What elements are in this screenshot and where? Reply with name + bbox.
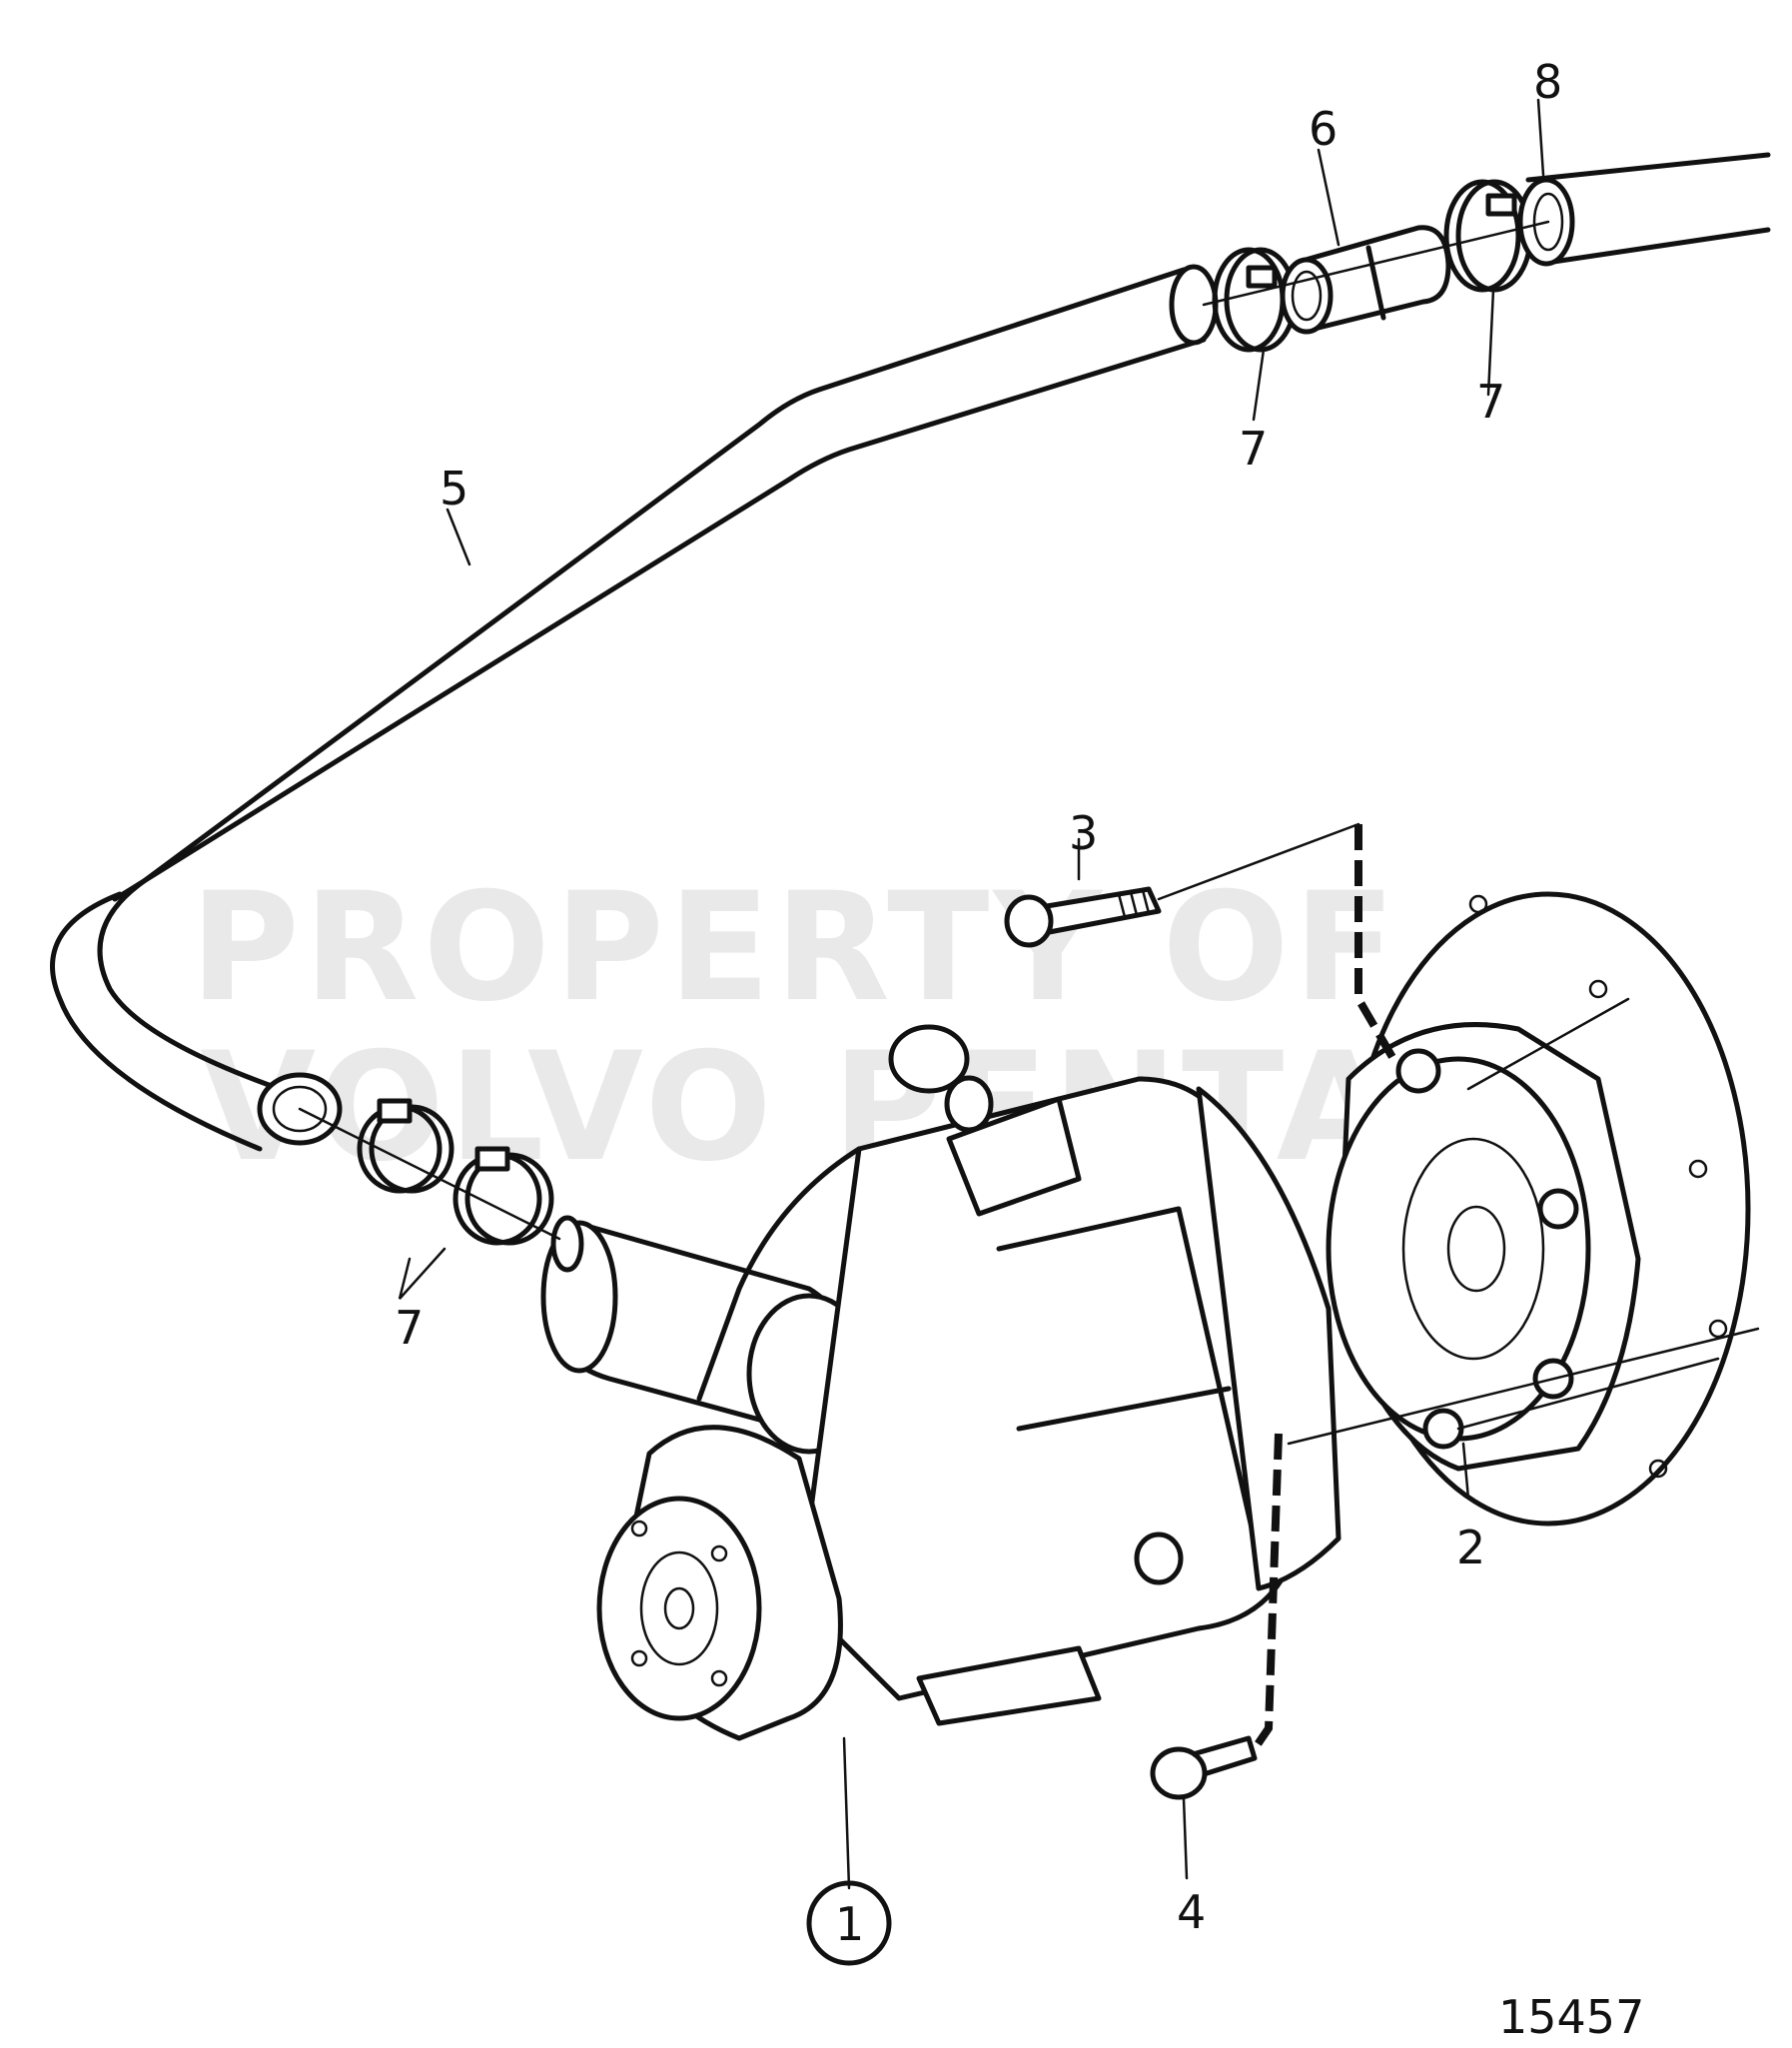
callout-5: 5 bbox=[440, 462, 468, 515]
drawing-number: 15457 bbox=[1498, 1990, 1644, 2044]
callout-7-top-right: 7 bbox=[1476, 375, 1505, 429]
callout-1-circle bbox=[806, 1880, 892, 1966]
callout-7-lower: 7 bbox=[395, 1301, 424, 1355]
hose-clamps-lower bbox=[357, 1098, 554, 1246]
screw-3 bbox=[1004, 822, 1360, 948]
leader-lines bbox=[398, 98, 1545, 1890]
callout-1: 1 bbox=[835, 1897, 864, 1951]
callout-2: 2 bbox=[1456, 1521, 1485, 1574]
reverse-gear-housing bbox=[696, 1024, 1342, 1726]
callout-4: 4 bbox=[1177, 1885, 1206, 1939]
watermark-line-1: PROPERTY OF bbox=[190, 861, 1399, 1035]
callout-6: 6 bbox=[1309, 102, 1338, 156]
callout-8: 8 bbox=[1533, 55, 1562, 109]
pipe-end bbox=[1517, 152, 1771, 267]
callout-3: 3 bbox=[1069, 806, 1098, 860]
assembly-guide-lines bbox=[298, 220, 1760, 1753]
screw-4 bbox=[1150, 1735, 1258, 1800]
callout-7-top-left: 7 bbox=[1239, 422, 1268, 476]
callout-labels: 5 6 8 7 7 7 3 2 4 1 15457 bbox=[395, 55, 1644, 2044]
output-flange bbox=[596, 1425, 843, 1741]
flexible-coupling bbox=[1326, 891, 1751, 1527]
